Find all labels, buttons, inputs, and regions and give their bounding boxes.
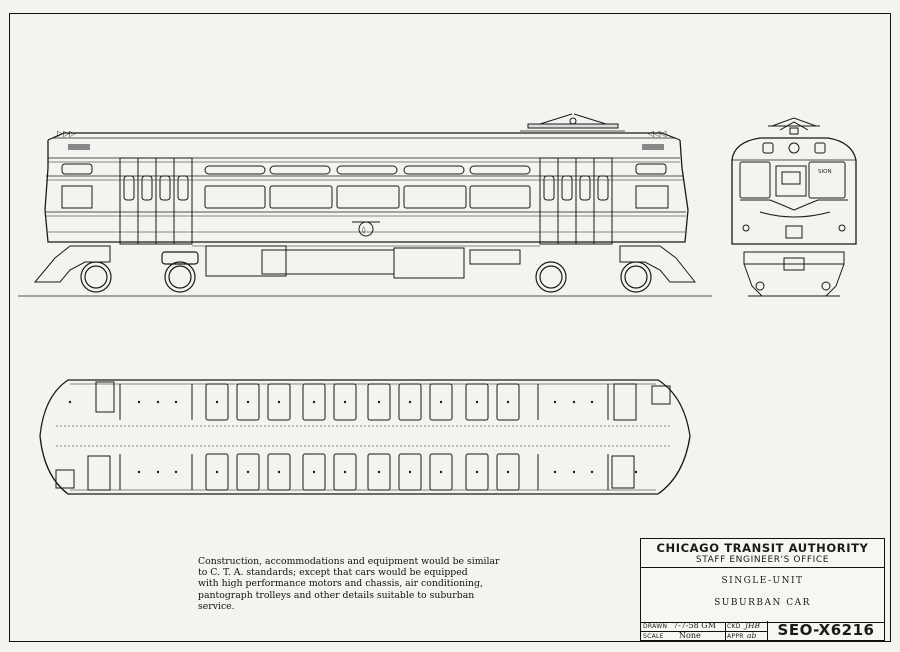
office-name: STAFF ENGINEER'S OFFICE	[695, 555, 830, 565]
left-side-door	[119, 157, 193, 245]
approved-label: APPR	[727, 633, 744, 640]
svg-text:▷▷▷: ▷▷▷	[57, 129, 76, 138]
scale-value: None	[679, 631, 701, 640]
note-line: Construction, accommodations and equipme…	[198, 556, 500, 567]
approved-value: ab	[747, 631, 757, 640]
checked-value: JHB	[745, 621, 761, 630]
scale-label: SCALE	[643, 633, 664, 640]
side-elevation-view: ▷▷▷ ◁◁◁	[18, 113, 712, 297]
organization-name: CHICAGO TRANSIT AUTHORITY	[656, 541, 869, 555]
floor-plan-view	[39, 379, 691, 495]
drawing-title-line-2: SUBURBAN CAR	[714, 598, 811, 608]
cta-emblem: ◊	[352, 221, 380, 237]
title-block-header: CHICAGO TRANSIT AUTHORITY STAFF ENGINEER…	[641, 539, 884, 568]
seats-bottom-row	[205, 453, 520, 491]
seats-top-row	[205, 383, 520, 421]
drawn-value: 7-7-58 GM	[673, 621, 716, 630]
note-line: to C. T. A. standards; except that cars …	[198, 567, 468, 579]
note-line: pantograph trolleys and other details su…	[198, 589, 475, 601]
svg-text:◊: ◊	[362, 226, 366, 234]
wheels-side	[80, 251, 652, 293]
drawing-title-area: SINGLE-UNIT SUBURBAN CAR	[641, 567, 884, 623]
title-block: CHICAGO TRANSIT AUTHORITY STAFF ENGINEER…	[640, 538, 885, 641]
note-line: with high performance motors and chassis…	[198, 578, 483, 590]
right-side-door	[539, 157, 613, 245]
drawing-number: SEO-X6216	[777, 621, 875, 639]
checked-label: CKD	[727, 623, 741, 630]
note-line: service.	[198, 600, 235, 612]
end-elevation-view: SION	[731, 117, 857, 297]
title-block-footer: DRAWN 7-7-58 GM SCALE None CKD JHB APPR …	[641, 621, 884, 640]
drawn-label: DRAWN	[643, 623, 668, 630]
svg-text:◁◁◁: ◁◁◁	[647, 129, 666, 138]
pantograph	[520, 113, 625, 132]
destination-sign: SION	[818, 169, 832, 175]
sheet-border	[9, 13, 891, 642]
construction-note: Construction, accommodations and equipme…	[198, 556, 500, 612]
drawing-title-line-1: SINGLE-UNIT	[721, 576, 804, 586]
